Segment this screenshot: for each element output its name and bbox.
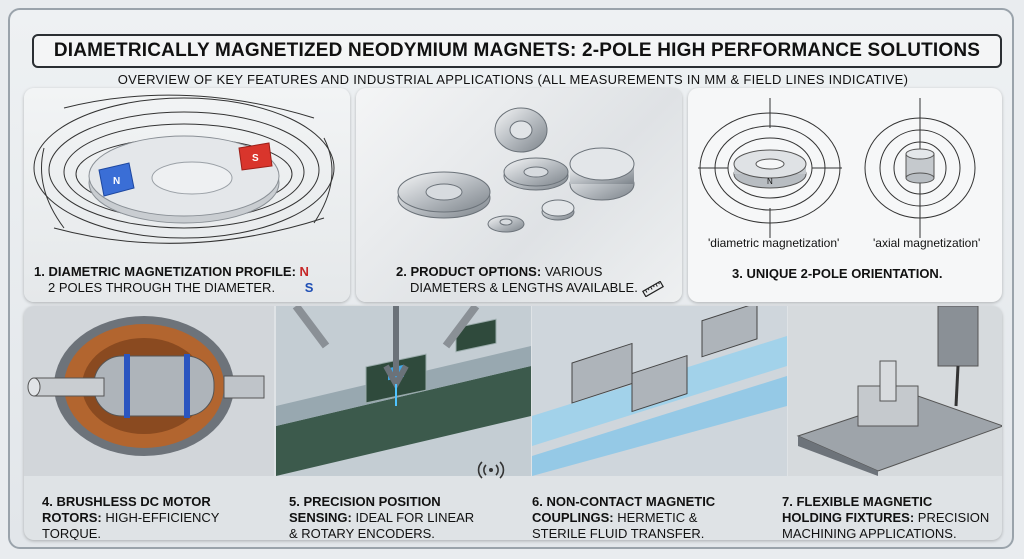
diametric-label: 'diametric magnetization' — [708, 236, 840, 250]
panel-5-heading: 5. PRECISION POSITION — [289, 494, 441, 509]
page-subtitle: OVERVIEW OF KEY FEATURES AND INDUSTRIAL … — [117, 72, 909, 87]
panel-pole-orientation: N 'diametric magnetization' 'axial magne… — [688, 88, 1002, 302]
panel-product-options: 2. PRODUCT OPTIONS: VARIOUS DIAMETERS & … — [356, 88, 682, 302]
panel-7-caption: 7. FLEXIBLE MAGNETIC HOLDING FIXTURES: P… — [782, 494, 1000, 540]
ruler-icon — [642, 280, 665, 297]
panel-5-heading-2: SENSING: — [289, 510, 352, 525]
panel-4-heading: 4. BRUSHLESS DC MOTOR — [42, 494, 211, 509]
panel-5-body-2: & ROTARY ENCODERS. — [289, 526, 435, 540]
page-title: DIAMETRICALLY MAGNETIZED NEODYMIUM MAGNE… — [53, 40, 981, 61]
north-pole-legend: N — [299, 264, 309, 279]
panel-lower-row: 4. BRUSHLESS DC MOTOR ROTORS: HIGH-EFFIC… — [24, 306, 1002, 540]
panel-2-body: DIAMETERS & LENGTHS AVAILABLE. — [410, 280, 638, 295]
panel-4-body-2: TORQUE. — [42, 526, 101, 540]
orientation-diagrams: N — [698, 98, 976, 238]
panel-magnetization-profile: N S 1. DIAMETRIC MAGNETIZATION PROFILE: … — [24, 88, 350, 302]
magnetic-coupling-illustration — [532, 306, 787, 476]
wireless-signal-icon — [477, 461, 505, 479]
ring-magnet-field-illustration: N S — [33, 94, 335, 244]
panel-6-body: HERMETIC & — [617, 510, 698, 525]
panel-2-heading: 2. PRODUCT OPTIONS: — [396, 264, 542, 279]
brushless-motor-illustration — [24, 306, 274, 476]
panel-6-caption: 6. NON-CONTACT MAGNETIC COUPLINGS: HERME… — [532, 494, 782, 540]
precision-sensing-illustration — [276, 306, 531, 476]
south-pole-legend: S — [304, 280, 314, 295]
panel-6-body-2: STERILE FLUID TRANSFER. — [532, 526, 705, 540]
panel-5-caption: 5. PRECISION POSITION SENSING: IDEAL FOR… — [289, 494, 529, 540]
panel-1-caption: 1. DIAMETRIC MAGNETIZATION PROFILE: N 2 … — [34, 264, 334, 296]
panel-7-heading-2: HOLDING FIXTURES: — [782, 510, 915, 525]
panel-6-heading-2: COUPLINGS: — [532, 510, 614, 525]
magnet-pole-s-label: S — [252, 153, 259, 164]
panel-2-body-inline: VARIOUS — [544, 264, 603, 279]
panel-4-body: HIGH-EFFICIENCY — [105, 510, 220, 525]
panel-1-heading: 1. DIAMETRIC MAGNETIZATION PROFILE: — [34, 264, 296, 279]
panel-4-heading-2: ROTORS: — [42, 510, 102, 525]
magnet-products-illustration — [397, 107, 635, 233]
panel-3-caption: 3. UNIQUE 2-POLE ORIENTATION. — [732, 266, 992, 282]
panel-7-heading: 7. FLEXIBLE MAGNETIC — [782, 494, 933, 509]
panel-7-body: PRECISION — [917, 510, 990, 525]
panel-1-body: 2 POLES THROUGH THE DIAMETER. — [48, 280, 276, 295]
panel-5-body: IDEAL FOR LINEAR — [355, 510, 475, 525]
panel-4-caption: 4. BRUSHLESS DC MOTOR ROTORS: HIGH-EFFIC… — [42, 494, 272, 540]
panel-6-heading: 6. NON-CONTACT MAGNETIC — [532, 494, 716, 509]
title-bar: DIAMETRICALLY MAGNETIZED NEODYMIUM MAGNE… — [32, 34, 1002, 68]
panel-7-body-2: MACHINING APPLICATIONS. — [782, 526, 957, 540]
panel-3-heading: 3. UNIQUE 2-POLE ORIENTATION. — [732, 266, 943, 281]
ring-pole-label: N — [767, 177, 773, 186]
infographic-frame: DIAMETRICALLY MAGNETIZED NEODYMIUM MAGNE… — [8, 8, 1014, 549]
holding-fixture-illustration — [788, 306, 1002, 476]
axial-label: 'axial magnetization' — [873, 236, 981, 250]
panel-2-caption: 2. PRODUCT OPTIONS: VARIOUS DIAMETERS & … — [396, 264, 676, 297]
magnet-pole-n-label: N — [113, 176, 120, 187]
